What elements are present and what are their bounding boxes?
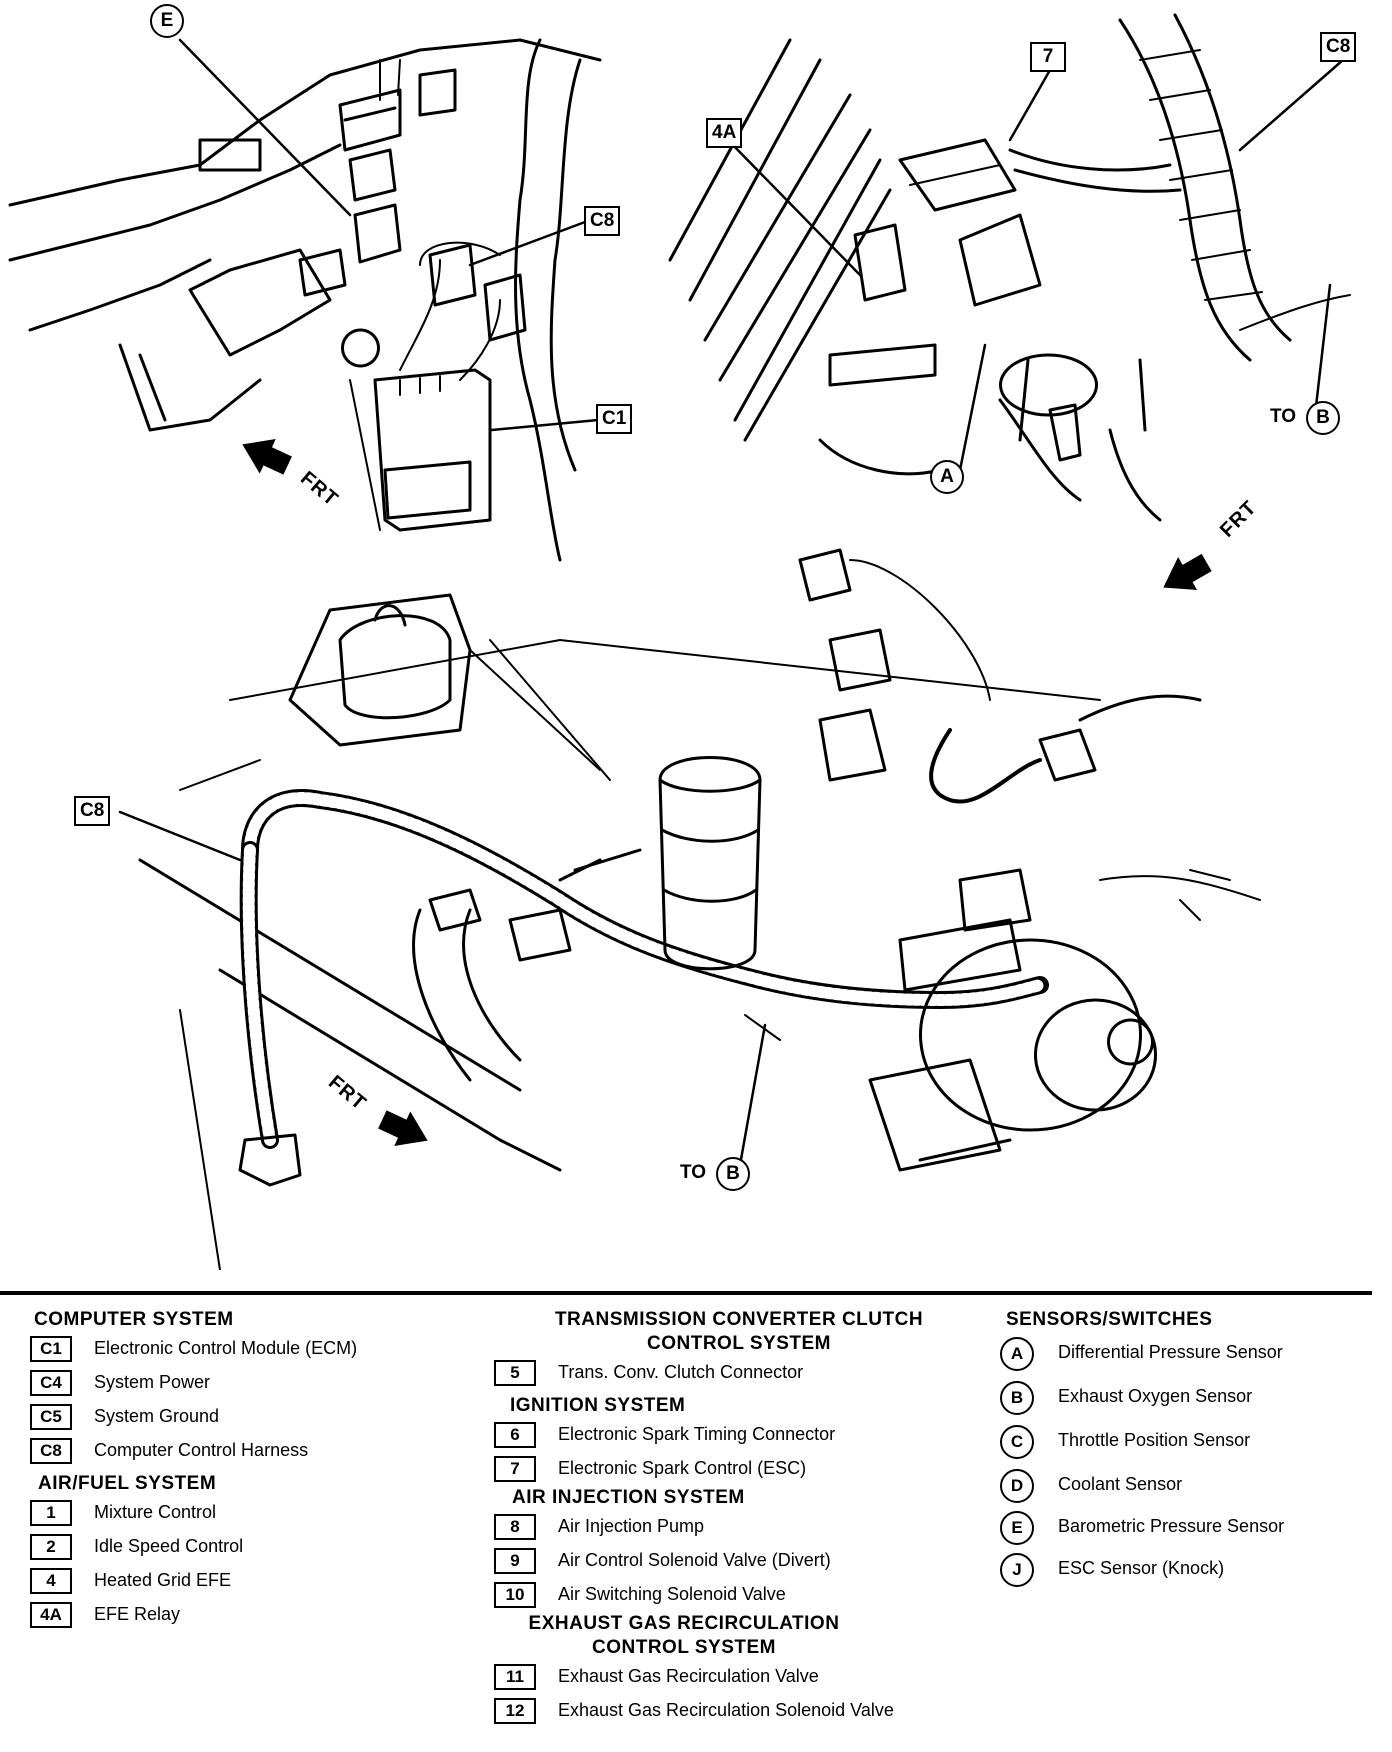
section-title-air-fuel-system: AIR/FUEL SYSTEM (38, 1473, 217, 1494)
code-8: 8 (494, 1514, 536, 1540)
code-c1: C1 (30, 1336, 72, 1362)
legend-column-3: SENSORS/SWITCHES A Differential Pressure… (1000, 1308, 1380, 1594)
legend-divider (0, 1291, 1372, 1295)
section-title-ignition-system: IGNITION SYSTEM (510, 1395, 686, 1416)
legend-item-9: 9 Air Control Solenoid Valve (Divert) (494, 1544, 974, 1578)
legend-item-c5: C5 System Ground (30, 1400, 450, 1434)
legend-item-c1: C1 Electronic Control Module (ECM) (30, 1332, 450, 1366)
engine-wiring-diagram: E C8 C1 7 4A C8 A C8 TO B TO B FRT FRT F… (8, 4, 1357, 1271)
label-c4: System Power (94, 1372, 211, 1392)
label-c5: System Ground (94, 1406, 220, 1426)
legend-item-8: 8 Air Injection Pump (494, 1510, 974, 1544)
label-4: Heated Grid EFE (94, 1570, 232, 1590)
label-5: Trans. Conv. Clutch Connector (558, 1362, 804, 1382)
label-b: Exhaust Oxygen Sensor (1058, 1386, 1253, 1406)
section-title-tcc-line1: TRANSMISSION CONVERTER CLUTCH (554, 1309, 924, 1330)
to-b-bottom-target: B (716, 1157, 750, 1191)
code-12: 12 (494, 1698, 536, 1724)
section-title-sensors-switches: SENSORS/SWITCHES (1006, 1309, 1213, 1330)
diagram-artwork (8, 13, 1351, 1271)
view-ecm-dash (8, 38, 602, 562)
legend-item-j: J ESC Sensor (Knock) (1000, 1552, 1380, 1594)
label-a: Differential Pressure Sensor (1058, 1342, 1283, 1362)
callout-c8-right: C8 (1320, 32, 1357, 62)
label-c1: Electronic Control Module (ECM) (94, 1338, 358, 1358)
code-1: 1 (30, 1500, 72, 1526)
label-11: Exhaust Gas Recirculation Valve (558, 1666, 819, 1686)
code-5: 5 (494, 1360, 536, 1386)
legend-item-4a: 4A EFE Relay (30, 1598, 450, 1632)
legend-item-11: 11 Exhaust Gas Recirculation Valve (494, 1660, 974, 1694)
legend-item-6: 6 Electronic Spark Timing Connector (494, 1418, 974, 1452)
code-7: 7 (494, 1456, 536, 1482)
section-title-egr-line1: EXHAUST GAS RECIRCULATION (528, 1613, 840, 1634)
label-8: Air Injection Pump (558, 1516, 705, 1536)
code-4: 4 (30, 1568, 72, 1594)
callout-4a: 4A (706, 118, 743, 148)
view-relay-harness (668, 13, 1351, 590)
label-4a: EFE Relay (94, 1604, 181, 1624)
label-10: Air Switching Solenoid Valve (558, 1584, 786, 1604)
legend-column-2: TRANSMISSION CONVERTER CLUTCH CONTROL SY… (494, 1308, 974, 1728)
code-c: C (1000, 1425, 1034, 1459)
code-b: B (1000, 1381, 1034, 1415)
code-2: 2 (30, 1534, 72, 1560)
legend-item-b: B Exhaust Oxygen Sensor (1000, 1380, 1380, 1424)
callout-c8-upper: C8 (584, 206, 621, 236)
legend-column-1: COMPUTER SYSTEM C1 Electronic Control Mo… (30, 1308, 450, 1632)
code-a: A (1000, 1337, 1034, 1371)
to-b-right-prefix: TO (1270, 406, 1297, 427)
code-10: 10 (494, 1582, 536, 1608)
code-j: J (1000, 1553, 1034, 1587)
callout-c1: C1 (596, 404, 633, 434)
view-engine-compartment (118, 548, 1261, 1271)
code-d: D (1000, 1469, 1034, 1503)
code-c8: C8 (30, 1438, 72, 1464)
callout-7: 7 (1030, 42, 1066, 72)
code-6: 6 (494, 1422, 536, 1448)
section-title-egr-line2: CONTROL SYSTEM (592, 1637, 776, 1658)
section-title-tcc-line2: CONTROL SYSTEM (647, 1333, 831, 1354)
legend-item-12: 12 Exhaust Gas Recirculation Solenoid Va… (494, 1694, 974, 1728)
callout-e: E (150, 4, 184, 38)
legend-item-5: 5 Trans. Conv. Clutch Connector (494, 1356, 974, 1390)
legend-item-4: 4 Heated Grid EFE (30, 1564, 450, 1598)
code-9: 9 (494, 1548, 536, 1574)
legend-item-10: 10 Air Switching Solenoid Valve (494, 1578, 974, 1612)
label-c8: Computer Control Harness (94, 1440, 309, 1460)
code-c5: C5 (30, 1404, 72, 1430)
label-d: Coolant Sensor (1058, 1474, 1183, 1494)
label-2: Idle Speed Control (94, 1536, 244, 1556)
code-e: E (1000, 1511, 1034, 1545)
to-b-right-target: B (1306, 401, 1340, 435)
label-9: Air Control Solenoid Valve (Divert) (558, 1550, 831, 1570)
label-1: Mixture Control (94, 1502, 217, 1522)
legend-item-e: E Barometric Pressure Sensor (1000, 1510, 1380, 1552)
label-6: Electronic Spark Timing Connector (558, 1424, 836, 1444)
legend-item-d: D Coolant Sensor (1000, 1468, 1380, 1510)
legend-item-2: 2 Idle Speed Control (30, 1530, 450, 1564)
label-j: ESC Sensor (Knock) (1058, 1558, 1225, 1578)
callout-a: A (930, 460, 964, 494)
legend-item-1: 1 Mixture Control (30, 1496, 450, 1530)
code-11: 11 (494, 1664, 536, 1690)
section-title-computer-system: COMPUTER SYSTEM (34, 1309, 234, 1330)
label-12: Exhaust Gas Recirculation Solenoid Valve (558, 1700, 894, 1720)
label-7: Electronic Spark Control (ESC) (558, 1458, 807, 1478)
legend-item-c8: C8 Computer Control Harness (30, 1434, 450, 1468)
legend-item-c4: C4 System Power (30, 1366, 450, 1400)
legend-item-c: C Throttle Position Sensor (1000, 1424, 1380, 1468)
code-c4: C4 (30, 1370, 72, 1396)
label-e: Barometric Pressure Sensor (1058, 1516, 1285, 1536)
label-c: Throttle Position Sensor (1058, 1430, 1251, 1450)
code-4a: 4A (30, 1602, 72, 1628)
section-title-air-injection-system: AIR INJECTION SYSTEM (512, 1487, 745, 1508)
callout-c8-lower: C8 (74, 796, 111, 826)
legend-item-7: 7 Electronic Spark Control (ESC) (494, 1452, 974, 1486)
legend-item-a: A Differential Pressure Sensor (1000, 1336, 1380, 1380)
to-b-bottom-prefix: TO (680, 1162, 707, 1183)
